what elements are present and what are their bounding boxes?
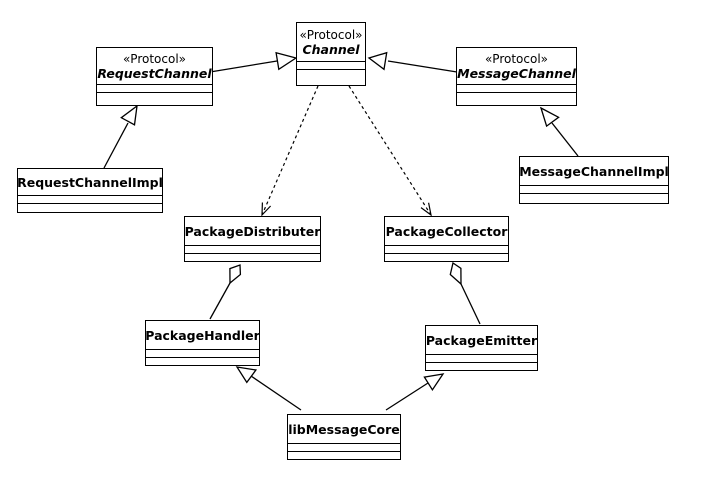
attributes-compartment [385, 246, 508, 254]
class-header: PackageCollector [385, 217, 508, 246]
class-request-channel-impl[interactable]: RequestChannelImpl [17, 168, 163, 213]
class-name: PackageCollector [385, 223, 508, 239]
attributes-compartment [288, 444, 400, 452]
class-name: Channel [302, 41, 360, 57]
attributes-compartment [185, 246, 320, 254]
stereotype-label: «Protocol» [484, 51, 549, 66]
class-name: MessageChannelImpl [519, 163, 669, 179]
class-header: PackageEmitter [426, 326, 537, 355]
operations-compartment [97, 93, 212, 99]
class-package-distributer[interactable]: PackageDistributer [184, 216, 321, 262]
edge-messagechannel-to-channel [367, 51, 458, 73]
class-name: PackageHandler [145, 327, 260, 343]
attributes-compartment [297, 62, 365, 70]
edge-channel-to-packagecollector [348, 85, 432, 217]
operations-compartment [146, 358, 259, 364]
class-name: MessageChannel [457, 65, 576, 81]
class-message-channel[interactable]: «Protocol» MessageChannel [456, 47, 577, 106]
class-name: libMessageCore [288, 421, 400, 437]
class-name: RequestChannel [97, 65, 212, 81]
stereotype-label: «Protocol» [122, 51, 187, 66]
class-header: RequestChannelImpl [17, 169, 163, 196]
attributes-compartment [97, 85, 212, 93]
operations-compartment [426, 363, 537, 369]
generalization-arrowhead [539, 106, 560, 128]
attributes-compartment [146, 350, 259, 358]
class-header: «Protocol» Channel [297, 23, 365, 62]
attributes-compartment [18, 196, 162, 204]
class-name: PackageDistributer [184, 223, 321, 239]
class-name: PackageEmitter [425, 332, 538, 348]
edge-packageemitter-to-packagecollector [449, 261, 481, 325]
dependency-arrowhead [261, 202, 272, 217]
edge-packagehandler-to-packagedistributer [209, 264, 242, 320]
edge-libmessagecore-to-packageemitter [385, 373, 445, 411]
class-package-handler[interactable]: PackageHandler [145, 320, 260, 366]
edge-requestchannel-to-channel [209, 51, 298, 73]
generalization-arrowhead [275, 51, 298, 71]
class-channel[interactable]: «Protocol» Channel [296, 22, 366, 86]
stereotype-label: «Protocol» [299, 27, 363, 42]
operations-compartment [457, 93, 576, 99]
aggregation-diamond [449, 261, 462, 286]
generalization-arrowhead [367, 51, 388, 71]
attributes-compartment [520, 186, 668, 194]
class-request-channel[interactable]: «Protocol» RequestChannel [96, 47, 213, 106]
class-header: «Protocol» MessageChannel [457, 48, 576, 85]
class-message-channel-impl[interactable]: MessageChannelImpl [519, 156, 669, 204]
generalization-arrowhead [120, 104, 138, 126]
generalization-arrowhead [235, 366, 258, 384]
edge-requestchannelimpl-to-requestchannel [103, 104, 138, 169]
operations-compartment [18, 204, 162, 210]
class-header: libMessageCore [288, 415, 400, 444]
operations-compartment [385, 254, 508, 260]
edge-messagechannelimpl-to-messagechannel [539, 106, 579, 157]
edge-libmessagecore-to-packagehandler [235, 366, 302, 411]
class-header: «Protocol» RequestChannel [97, 48, 212, 85]
aggregation-diamond [229, 264, 242, 285]
attributes-compartment [426, 355, 537, 363]
operations-compartment [185, 254, 320, 260]
class-header: PackageDistributer [185, 217, 320, 246]
class-name: RequestChannelImpl [17, 174, 163, 190]
generalization-arrowhead [423, 373, 445, 391]
attributes-compartment [457, 85, 576, 93]
operations-compartment [297, 70, 365, 76]
operations-compartment [288, 452, 400, 458]
dependency-arrowhead [420, 202, 432, 217]
class-package-emitter[interactable]: PackageEmitter [425, 325, 538, 371]
class-lib-message-core[interactable]: libMessageCore [287, 414, 401, 460]
class-header: PackageHandler [145, 321, 260, 350]
class-header: MessageChannelImpl [519, 157, 669, 186]
operations-compartment [520, 194, 668, 200]
class-package-collector[interactable]: PackageCollector [384, 216, 509, 262]
edge-channel-to-packagedistributer [261, 85, 319, 217]
